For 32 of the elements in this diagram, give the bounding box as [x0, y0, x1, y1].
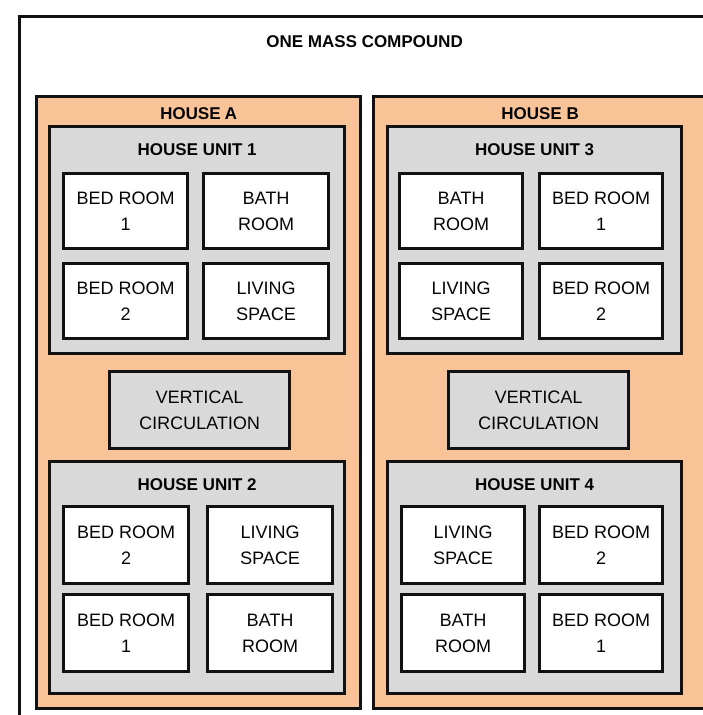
- room-box: BED ROOM 2: [62, 505, 190, 585]
- compound-title: ONE MASS COMPOUND: [265, 32, 464, 52]
- room-box: BED ROOM 1: [538, 172, 664, 250]
- house-unit-panel: [386, 125, 683, 355]
- room-box: BED ROOM 1: [62, 593, 190, 673]
- room-box: BED ROOM 2: [62, 262, 189, 340]
- house-unit-panel: [48, 125, 346, 355]
- unit-title: HOUSE UNIT 2: [136, 475, 258, 495]
- house-unit-panel: [386, 460, 683, 695]
- room-box: BATH ROOM: [206, 593, 334, 673]
- room-box: LIVING SPACE: [398, 262, 524, 340]
- room-box: BATH ROOM: [202, 172, 330, 250]
- room-box: BED ROOM 2: [538, 505, 664, 585]
- house-title: HOUSE B: [500, 104, 580, 124]
- house-block: [372, 95, 703, 710]
- room-box: BED ROOM 1: [62, 172, 189, 250]
- room-box: BED ROOM 1: [538, 593, 664, 673]
- unit-title: HOUSE UNIT 4: [474, 475, 596, 495]
- room-box: BED ROOM 2: [538, 262, 664, 340]
- room-box: LIVING SPACE: [206, 505, 334, 585]
- room-box: LIVING SPACE: [202, 262, 330, 340]
- house-block: [35, 95, 362, 710]
- house-unit-panel: [48, 460, 346, 695]
- house-title: HOUSE A: [159, 104, 238, 124]
- room-box: LIVING SPACE: [400, 505, 526, 585]
- room-box: VERTICAL CIRCULATION: [108, 370, 291, 450]
- unit-title: HOUSE UNIT 1: [136, 140, 258, 160]
- unit-title: HOUSE UNIT 3: [474, 140, 596, 160]
- room-box: BATH ROOM: [400, 593, 526, 673]
- compound-boundary: [18, 15, 703, 715]
- room-box: VERTICAL CIRCULATION: [447, 370, 630, 450]
- room-box: BATH ROOM: [398, 172, 524, 250]
